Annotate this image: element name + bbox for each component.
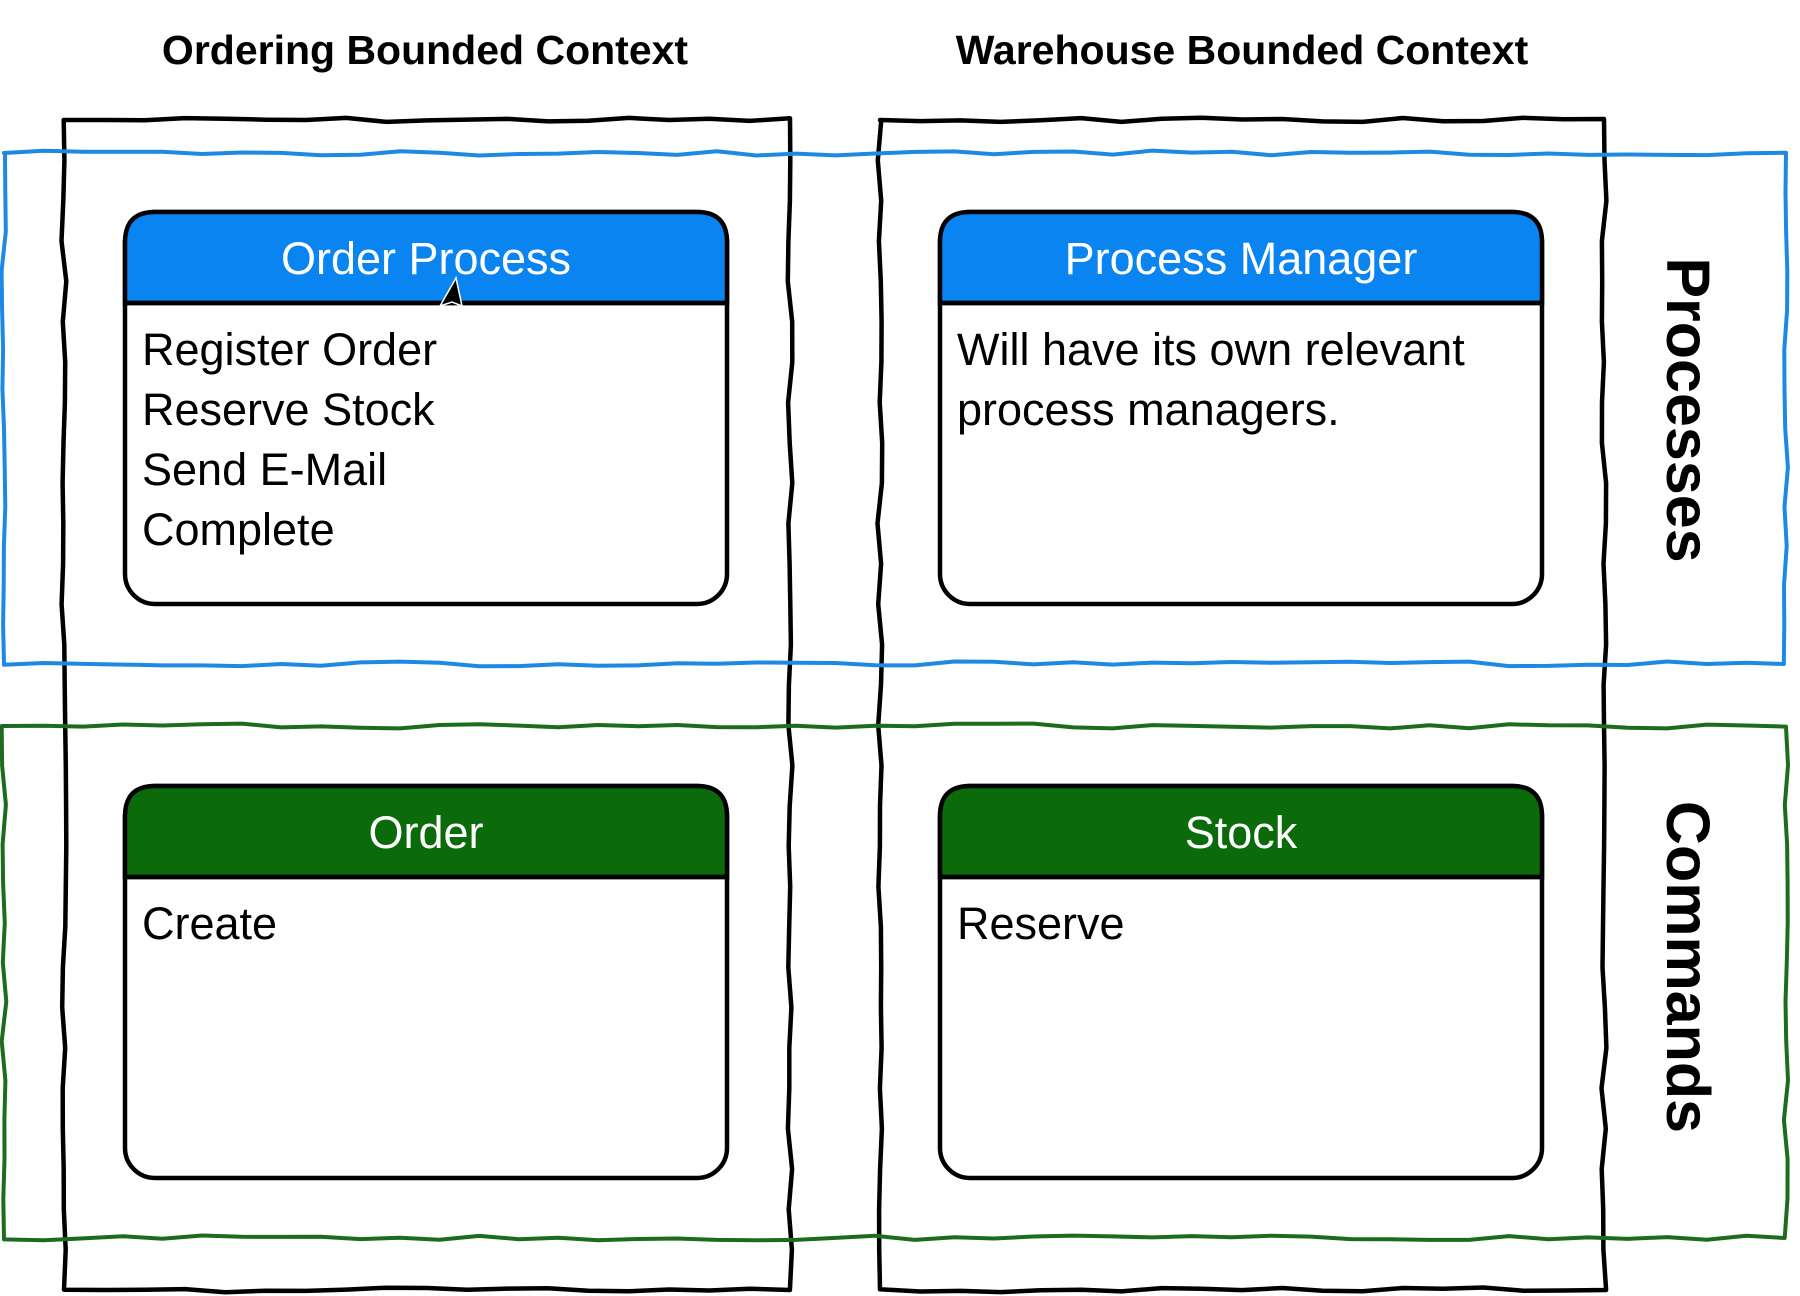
order-process-step: Register Order <box>142 324 437 375</box>
order-process-step: Send E-Mail <box>142 444 387 495</box>
processes-lane-label: Processes <box>1654 257 1722 562</box>
stock-command: Reserve <box>957 898 1125 949</box>
ordering-context-title: Ordering Bounded Context <box>162 27 689 73</box>
mouse-pointer-icon <box>438 275 464 308</box>
order-card[interactable]: Order Create <box>122 783 730 1181</box>
frames-layer <box>0 115 1790 1295</box>
order-card-title: Order <box>368 807 483 858</box>
order-process-step: Complete <box>142 504 335 555</box>
warehouse-context-title: Warehouse Bounded Context <box>956 27 1529 73</box>
order-command: Create <box>142 898 277 949</box>
warehouse-context-frame <box>875 115 1609 1295</box>
stock-card[interactable]: Stock Reserve <box>937 783 1545 1181</box>
stock-card-title: Stock <box>1185 807 1298 858</box>
process-manager-description: process managers. <box>957 384 1340 435</box>
commands-lane-frame <box>0 721 1790 1243</box>
process-manager-card-title: Process Manager <box>1065 233 1418 284</box>
process-manager-card[interactable]: Process Manager Will have its own releva… <box>937 209 1545 607</box>
ordering-context-frame <box>59 115 795 1295</box>
process-manager-description: Will have its own relevant <box>957 324 1465 375</box>
order-process-card[interactable]: Order Process Register Order Reserve Sto… <box>122 209 730 607</box>
processes-lane-frame <box>0 148 1790 669</box>
commands-lane-label: Commands <box>1654 801 1722 1133</box>
order-process-card-title: Order Process <box>281 233 571 284</box>
order-process-step: Reserve Stock <box>142 384 435 435</box>
